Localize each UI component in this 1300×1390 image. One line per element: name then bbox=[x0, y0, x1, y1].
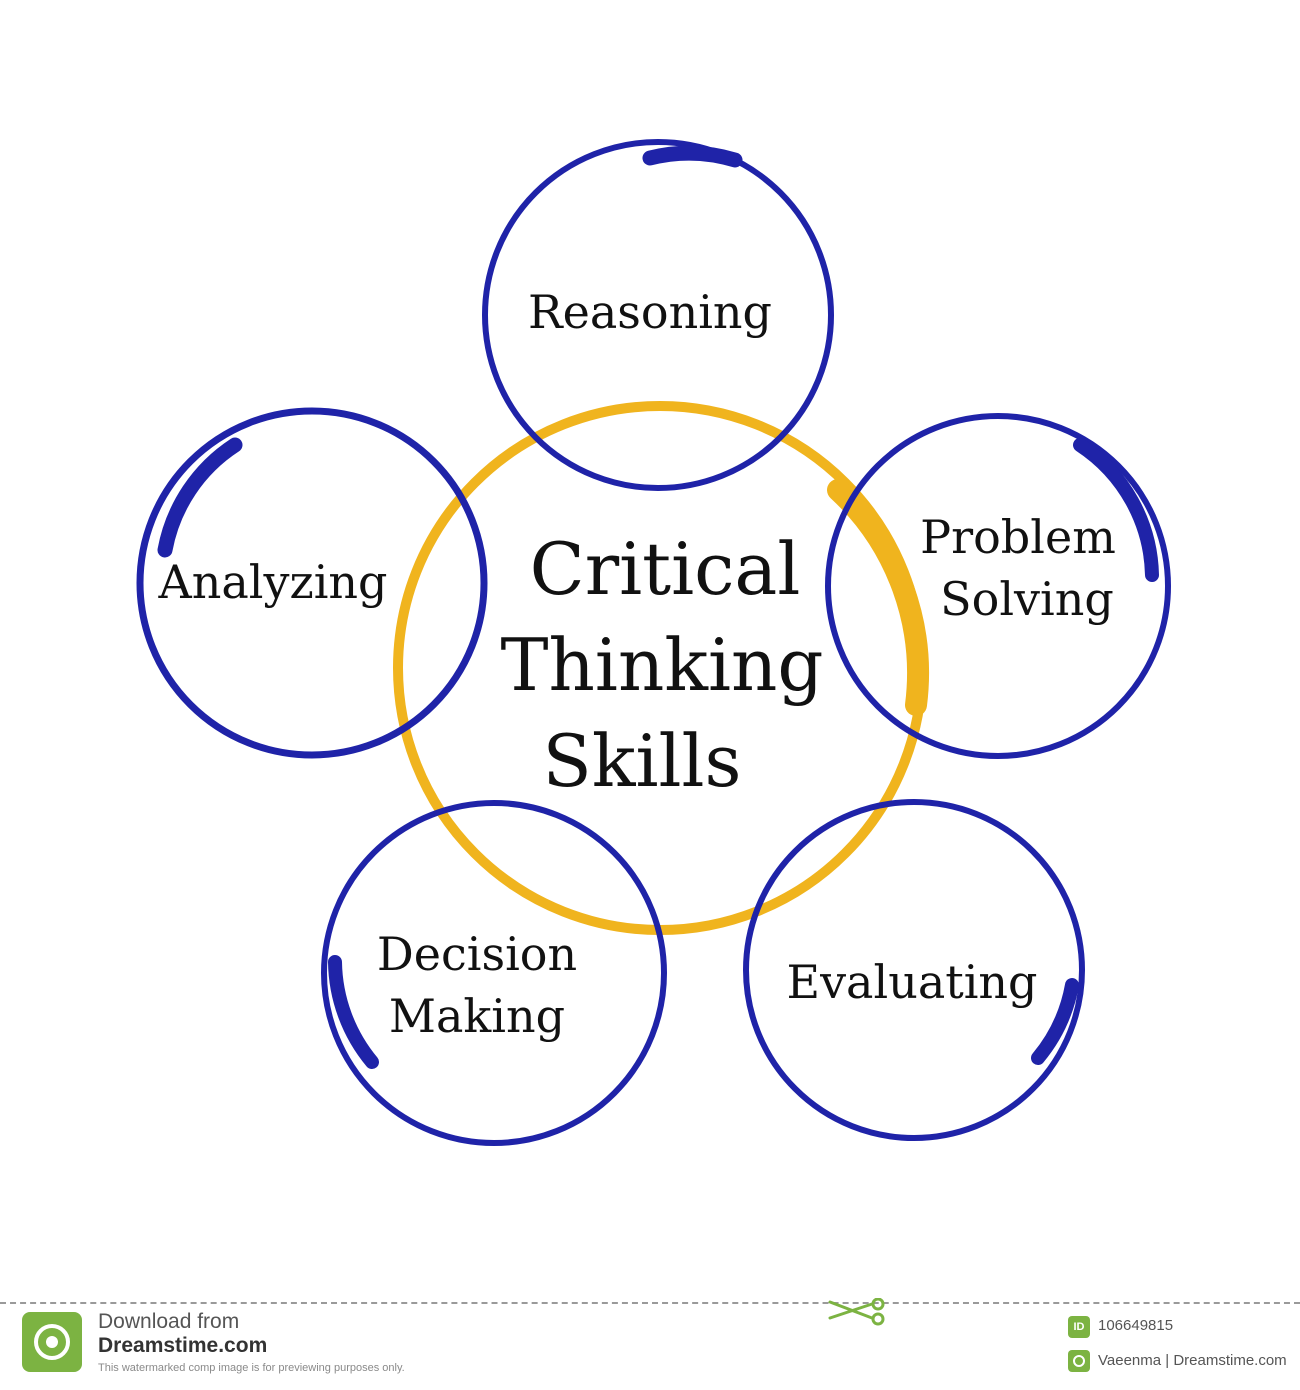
node-label-problem-solving-line1: Problem bbox=[920, 510, 1116, 564]
node-rings bbox=[136, 139, 1171, 1146]
node-label-reasoning: Reasoning bbox=[528, 285, 772, 339]
dreamstime-logo-icon bbox=[22, 1312, 82, 1372]
author-credit-text: Vaeenma | Dreamstime.com bbox=[1098, 1352, 1287, 1369]
image-id-text: 106649815 bbox=[1098, 1317, 1174, 1334]
node-label-problem-solving-line2: Solving bbox=[940, 572, 1114, 626]
center-label-line3: Skills bbox=[543, 719, 742, 803]
scissors-icon bbox=[828, 1298, 885, 1326]
site-name-text: Dreamstime.com bbox=[98, 1334, 268, 1357]
node-label-evaluating: Evaluating bbox=[786, 955, 1037, 1009]
node-ring-analyzing bbox=[136, 407, 488, 759]
center-label: Critical Thinking Skills bbox=[501, 527, 824, 803]
download-from-text: Download from bbox=[98, 1310, 240, 1333]
node-label-decision-making-line2: Making bbox=[389, 989, 565, 1043]
copyright-icon bbox=[1068, 1350, 1090, 1372]
id-icon: ID bbox=[1068, 1316, 1090, 1338]
critical-thinking-diagram: Reasoning Problem Solving Evaluating Dec… bbox=[136, 139, 1171, 1146]
center-label-line1: Critical bbox=[530, 527, 801, 611]
center-label-line2: Thinking bbox=[501, 623, 824, 707]
node-labels: Reasoning Problem Solving Evaluating Dec… bbox=[158, 285, 1116, 1043]
node-ring-evaluating bbox=[743, 799, 1085, 1141]
node-label-analyzing: Analyzing bbox=[158, 555, 388, 609]
watermark-disclaimer: This watermarked comp image is for previ… bbox=[98, 1362, 405, 1374]
node-ring-reasoning bbox=[482, 139, 834, 491]
watermark-footer: Download from Dreamstime.com This waterm… bbox=[0, 1298, 1300, 1390]
node-ring-problem-solving bbox=[825, 413, 1171, 759]
footer-divider bbox=[0, 1302, 1300, 1304]
node-label-decision-making-line1: Decision bbox=[377, 927, 577, 981]
node-ring-decision-making bbox=[321, 800, 667, 1146]
center-ring-stroke-accent bbox=[827, 479, 929, 716]
